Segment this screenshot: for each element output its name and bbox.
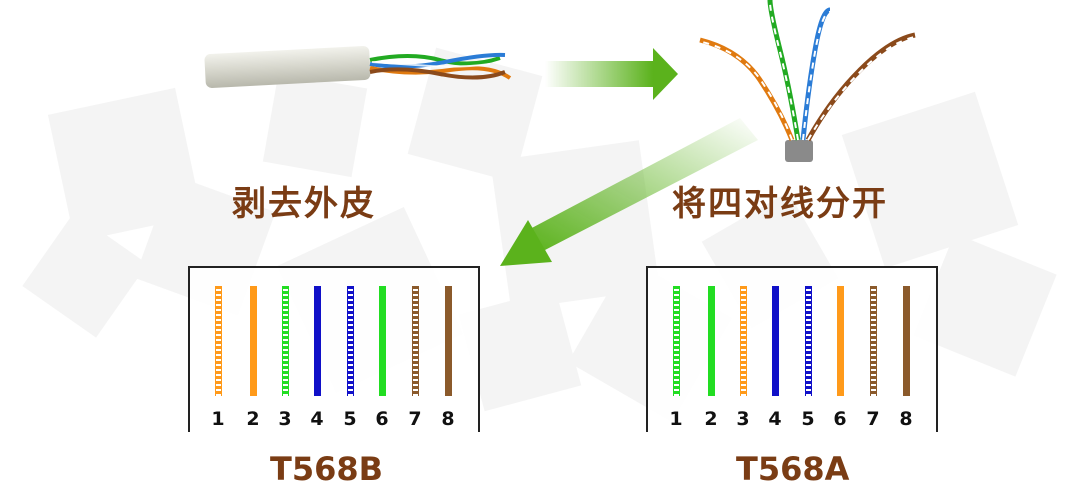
wire-a-8 bbox=[903, 286, 910, 396]
wire-a-1 bbox=[673, 286, 680, 396]
wire-b-4 bbox=[314, 286, 321, 396]
wire-a-5 bbox=[805, 286, 812, 396]
pin-number-b-2: 2 bbox=[246, 408, 260, 430]
wire-b-5 bbox=[347, 286, 354, 396]
separated-pairs-illustration bbox=[699, 0, 916, 162]
pin-number-a-2: 2 bbox=[704, 408, 718, 430]
t568a-label: T568A bbox=[736, 450, 850, 488]
wire-a-7 bbox=[870, 286, 877, 396]
stripped-cable-illustration bbox=[204, 45, 512, 88]
wire-b-7 bbox=[412, 286, 419, 396]
strip-jacket-label: 剥去外皮 bbox=[232, 184, 376, 224]
wire-b-8 bbox=[445, 286, 452, 396]
separate-pairs-label: 将四对线分开 bbox=[672, 184, 888, 224]
wire-b-3 bbox=[282, 286, 289, 396]
pin-number-b-7: 7 bbox=[408, 408, 422, 430]
arrow-down-left-icon bbox=[500, 118, 758, 266]
pin-number-b-4: 4 bbox=[310, 408, 324, 430]
t568b-label: T568B bbox=[270, 450, 384, 488]
pin-number-b-1: 1 bbox=[211, 408, 225, 430]
pin-number-b-3: 3 bbox=[278, 408, 292, 430]
pin-number-a-7: 7 bbox=[866, 408, 880, 430]
wire-a-4 bbox=[772, 286, 779, 396]
wire-b-1 bbox=[215, 286, 222, 396]
wire-a-3 bbox=[740, 286, 747, 396]
wire-a-2 bbox=[708, 286, 715, 396]
wire-b-6 bbox=[379, 286, 386, 396]
pin-number-a-8: 8 bbox=[899, 408, 913, 430]
pin-number-a-3: 3 bbox=[736, 408, 750, 430]
arrow-right-icon bbox=[545, 48, 678, 100]
pin-number-b-8: 8 bbox=[441, 408, 455, 430]
pin-number-a-6: 6 bbox=[833, 408, 847, 430]
wire-b-2 bbox=[250, 286, 257, 396]
pin-number-a-1: 1 bbox=[669, 408, 683, 430]
pin-number-a-5: 5 bbox=[801, 408, 815, 430]
pin-number-a-4: 4 bbox=[768, 408, 782, 430]
pin-number-b-5: 5 bbox=[343, 408, 357, 430]
wire-a-6 bbox=[837, 286, 844, 396]
pin-number-b-6: 6 bbox=[375, 408, 389, 430]
